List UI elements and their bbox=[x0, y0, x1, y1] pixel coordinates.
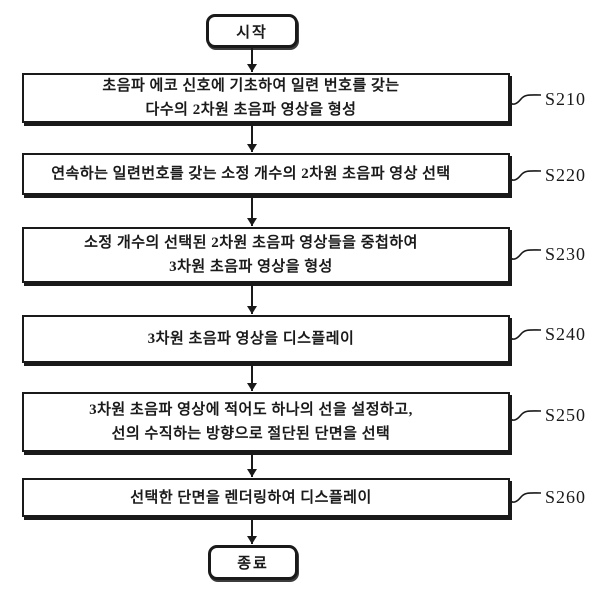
node-start-label: 시작 bbox=[236, 24, 268, 41]
squiggle-connector-icon bbox=[508, 94, 542, 105]
step-ref-s230: S230 bbox=[508, 243, 600, 265]
process-box-s210: 초음파 에코 신호에 기초하여 일련 번호를 갖는 다수의 2차원 초음파 영상… bbox=[22, 73, 510, 123]
process-text-line: 연속하는 일련번호를 갖는 소정 개수의 2차원 초음파 영상 선택 bbox=[51, 166, 451, 182]
node-end: 종료 bbox=[208, 545, 298, 580]
step-label: S240 bbox=[545, 324, 587, 344]
process-box-s250: 3차원 초음파 영상에 적어도 하나의 선을 설정하고, 선의 수직하는 방향으… bbox=[22, 392, 510, 452]
process-text-line: 선택한 단면을 렌더링하여 디스플레이 bbox=[130, 489, 372, 506]
flow-arrow-down-7 bbox=[247, 517, 257, 544]
squiggle-connector-icon bbox=[508, 249, 542, 260]
step-ref-s250: S250 bbox=[508, 404, 600, 426]
step-ref-s260: S260 bbox=[508, 486, 600, 508]
squiggle-connector-icon bbox=[508, 410, 542, 421]
step-ref-s220: S220 bbox=[508, 164, 600, 186]
squiggle-connector-icon bbox=[508, 170, 542, 181]
flow-arrow-down-4 bbox=[247, 283, 257, 314]
process-text-line: 소정 개수의 선택된 2차원 초음파 영상들을 중첩하여 bbox=[84, 235, 418, 251]
process-text-line: 3차원 초음파 영상을 디스플레이 bbox=[147, 331, 355, 347]
flow-arrow-down-5 bbox=[247, 363, 257, 391]
step-label: S210 bbox=[545, 89, 587, 109]
squiggle-connector-icon bbox=[508, 492, 542, 503]
process-text-line: 3차원 초음파 영상을 형성 bbox=[169, 259, 333, 275]
flow-arrow-down-3 bbox=[247, 195, 257, 226]
step-label: S260 bbox=[545, 487, 587, 507]
step-label: S250 bbox=[545, 405, 587, 425]
step-ref-s240: S240 bbox=[508, 323, 600, 345]
step-label: S220 bbox=[545, 165, 587, 185]
process-text-line: 3차원 초음파 영상에 적어도 하나의 선을 설정하고, bbox=[89, 402, 413, 418]
node-end-label: 종료 bbox=[237, 556, 269, 572]
process-text-line: 다수의 2차원 초음파 영상을 형성 bbox=[145, 102, 357, 118]
squiggle-connector-icon bbox=[508, 329, 542, 340]
process-text-line: 초음파 에코 신호에 기초하여 일련 번호를 갖는 bbox=[102, 78, 400, 94]
step-label: S230 bbox=[545, 244, 587, 264]
flow-arrow-down-1 bbox=[247, 48, 257, 72]
step-ref-s210: S210 bbox=[508, 88, 600, 110]
process-box-s260: 선택한 단면을 렌더링하여 디스플레이 bbox=[22, 478, 510, 517]
process-box-s230: 소정 개수의 선택된 2차원 초음파 영상들을 중첩하여 3차원 초음파 영상을… bbox=[22, 227, 510, 283]
process-box-s240: 3차원 초음파 영상을 디스플레이 bbox=[22, 315, 510, 363]
flow-arrow-down-2 bbox=[247, 123, 257, 152]
flow-arrow-down-6 bbox=[247, 452, 257, 477]
node-start: 시작 bbox=[206, 14, 298, 48]
process-box-s220: 연속하는 일련번호를 갖는 소정 개수의 2차원 초음파 영상 선택 bbox=[22, 153, 510, 195]
process-text-line: 선의 수직하는 방향으로 절단된 단면을 선택 bbox=[111, 426, 391, 442]
